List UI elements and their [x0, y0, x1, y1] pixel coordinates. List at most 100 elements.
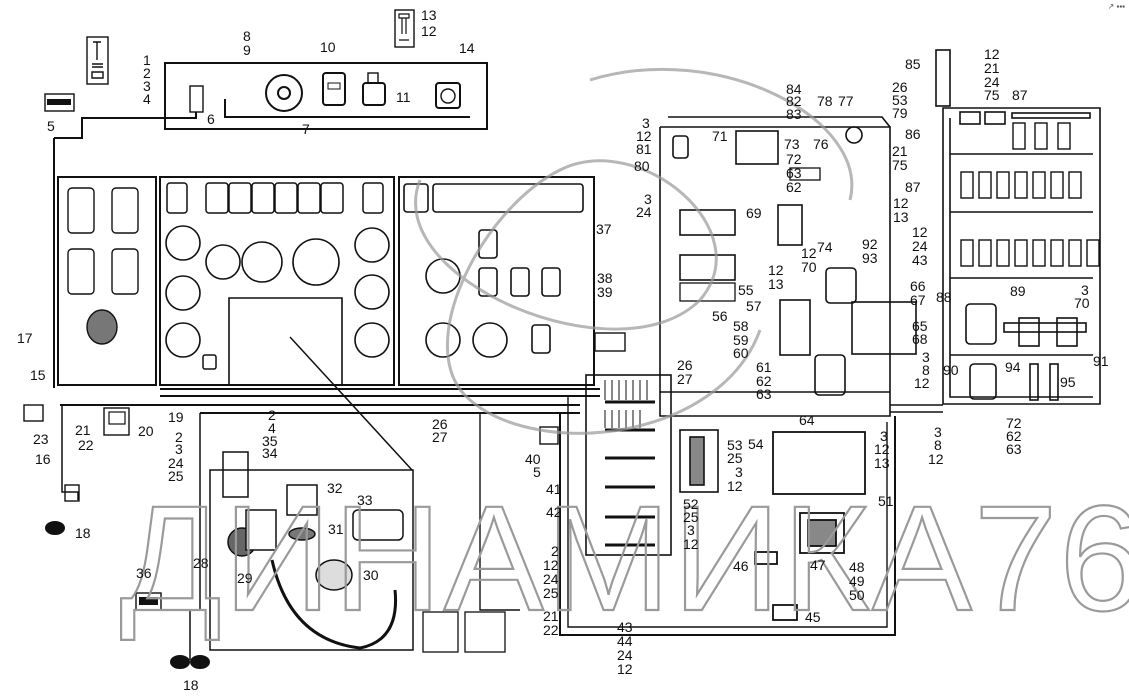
callout: 88: [936, 289, 952, 305]
callout: 53: [727, 437, 743, 453]
callout: 12: [874, 441, 890, 457]
callout: 3: [934, 424, 942, 440]
callout: 85: [905, 56, 921, 72]
callout: 24: [617, 647, 633, 663]
callout: 4: [268, 420, 276, 436]
callout: 79: [892, 105, 908, 121]
callout: 12: [893, 195, 909, 211]
callout: 60: [733, 345, 749, 361]
callout: 62: [786, 179, 802, 195]
callout: 11: [396, 89, 411, 105]
relays-87: [960, 122, 1100, 267]
callout: 63: [786, 165, 802, 181]
callout: 34: [262, 445, 278, 461]
callout: 26: [892, 79, 908, 95]
callout: 21: [984, 60, 1000, 76]
callout: 72: [1006, 415, 1022, 431]
callout: 89: [1010, 283, 1026, 299]
callout: 75: [984, 87, 1000, 103]
callout: 2: [175, 429, 183, 445]
callout: 28: [193, 555, 209, 571]
callout: 62: [756, 373, 772, 389]
callout: 47: [810, 557, 826, 573]
callout: 73: [784, 136, 800, 152]
callout: 8: [922, 362, 930, 378]
watermark-loop: [414, 67, 854, 435]
callout: 8: [934, 437, 942, 453]
callout: 24: [636, 204, 652, 220]
callout: 30: [363, 567, 379, 583]
callout: 27: [677, 371, 693, 387]
callout: 59: [733, 332, 749, 348]
callout: 82: [786, 93, 802, 109]
callout: 84: [786, 81, 802, 97]
callout: 13: [421, 7, 437, 23]
callout: 25: [168, 468, 184, 484]
sensor-11: [362, 82, 386, 106]
callout: 26: [432, 416, 448, 432]
callout: 41: [546, 481, 562, 497]
callout: 53: [892, 92, 908, 108]
callout: 94: [1005, 359, 1021, 375]
callout: 32: [327, 480, 343, 496]
callout: 35: [262, 433, 278, 449]
callout: 2: [551, 543, 559, 559]
callout: 62: [1006, 428, 1022, 444]
callout: 38: [597, 270, 613, 286]
callout: 16: [35, 451, 51, 467]
callout: 12: [421, 23, 437, 39]
callout: 3: [642, 115, 650, 131]
connector-20: [103, 407, 130, 436]
callout: 12: [768, 262, 784, 278]
fastener-detail-12-13: [394, 9, 415, 48]
callout: 33: [357, 492, 373, 508]
callout: 22: [78, 437, 94, 453]
callout: 3: [1081, 282, 1089, 298]
callout: 74: [817, 239, 833, 255]
callout: 29: [237, 570, 253, 586]
callout: 81: [636, 141, 652, 157]
callout: 12: [801, 245, 817, 261]
callout: 70: [801, 259, 817, 275]
callout: 66: [910, 278, 926, 294]
callout: 48: [849, 559, 865, 575]
callout: 18: [75, 525, 91, 541]
callout: 21: [543, 608, 559, 624]
callout: 12: [543, 557, 559, 573]
callout: 93: [862, 250, 878, 266]
callout: 63: [756, 386, 772, 402]
callout: 26: [677, 357, 693, 373]
callout: 2: [143, 65, 151, 81]
callout: 12: [984, 46, 1000, 62]
callout: 43: [912, 252, 928, 268]
callout: 46: [733, 558, 749, 574]
callout: 21: [892, 143, 908, 159]
fuse-board: [585, 374, 719, 556]
callout: 44: [617, 633, 633, 649]
callout-labels: 1 2 3 4 5 6 7 8 9 10 11 12 13 14 15 16 1…: [17, 7, 1109, 693]
connector-6: [189, 85, 204, 113]
callout: 24: [543, 571, 559, 587]
callout: 87: [905, 179, 921, 195]
callout: 13: [874, 455, 890, 471]
callout: 8: [243, 28, 251, 44]
relay-cabinet: [935, 49, 1101, 405]
callout: 58: [733, 318, 749, 334]
instrument-panel: [57, 176, 600, 414]
callout: 78: [817, 93, 833, 109]
callout: 37: [596, 221, 612, 237]
callout: 68: [912, 331, 928, 347]
callout: 83: [786, 106, 802, 122]
callout: 67: [910, 292, 926, 308]
callout: 13: [768, 276, 784, 292]
callout: 50: [849, 587, 865, 603]
callout: 9: [243, 42, 251, 58]
connector-23: [23, 404, 44, 422]
callout: 22: [543, 622, 559, 638]
callout: 25: [683, 509, 699, 525]
callout: 36: [136, 565, 152, 581]
callout: 70: [1074, 295, 1090, 311]
callout: 23: [33, 431, 49, 447]
callout: 55: [738, 282, 754, 298]
watermark-text: ДИНАМИКА76: [120, 474, 1129, 642]
